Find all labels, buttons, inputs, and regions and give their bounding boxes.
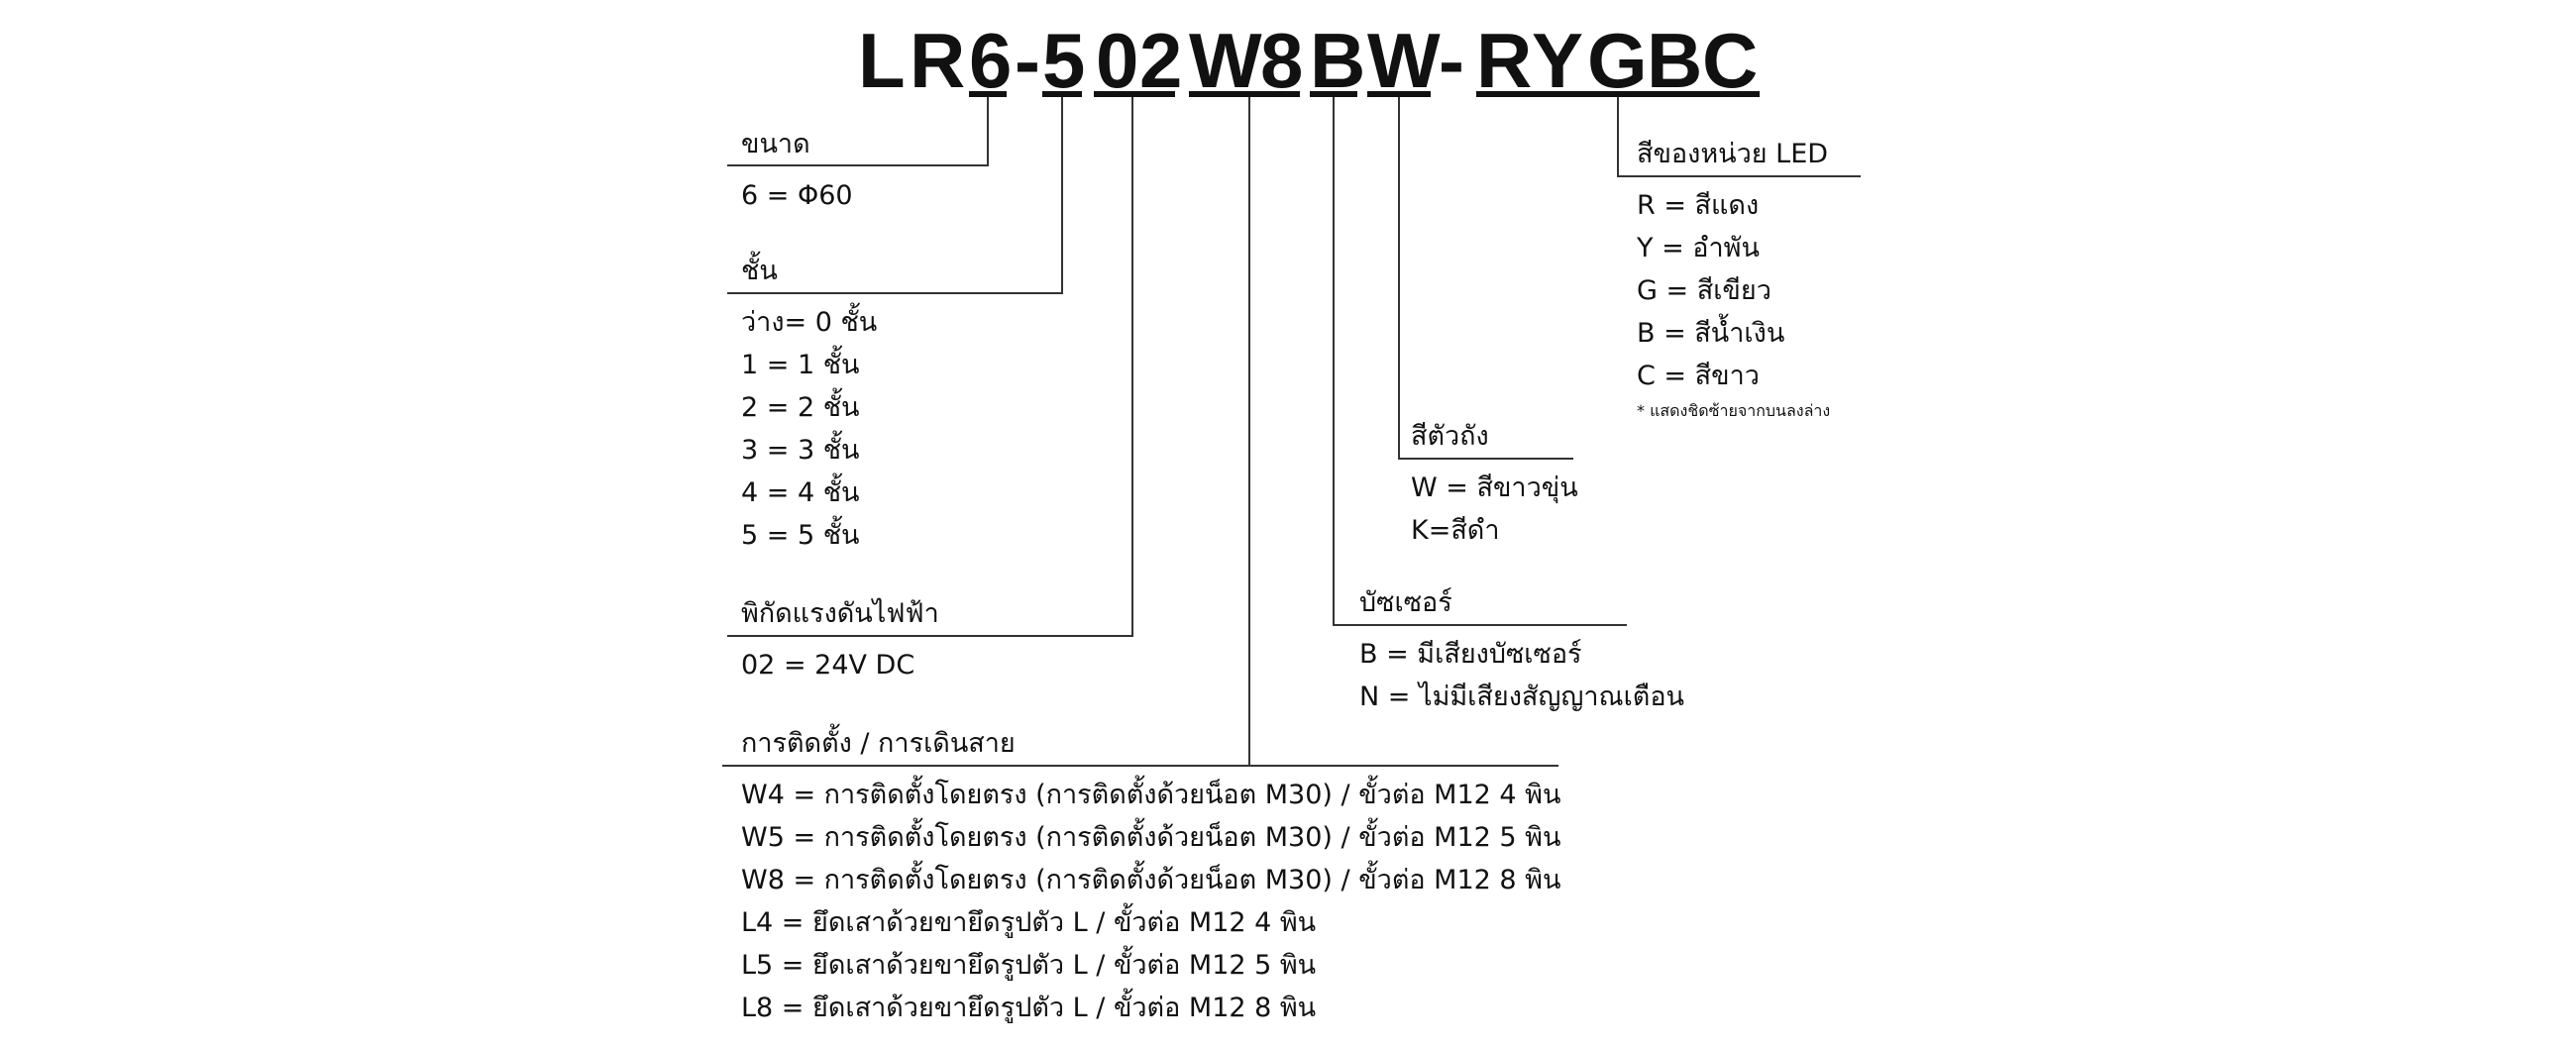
tiers-option: 4 = 4 ชั้น bbox=[741, 477, 860, 508]
mounting-option: L4 = ยึดเสาด้วยขายึดรูปตัว L / ขั้วต่อ M… bbox=[741, 907, 1317, 938]
voltage-option: 02 = 24V DC bbox=[741, 650, 915, 681]
group-led-color: สีของหน่วย LED R = สีแดง Y = อำพัน G = ส… bbox=[1637, 137, 1830, 425]
leader-body-color bbox=[1398, 97, 1573, 460]
tiers-heading: ชั้น bbox=[741, 256, 778, 286]
code-char-mounting-2: 8 bbox=[1260, 17, 1303, 104]
tiers-option: 3 = 3 ชั้น bbox=[741, 435, 860, 466]
buzzer-heading: บัซเซอร์ bbox=[1359, 587, 1452, 618]
body-color-heading: สีตัวถัง bbox=[1411, 421, 1489, 452]
led-color-option: C = สีขาว bbox=[1637, 361, 1760, 391]
code-char-led-3: G bbox=[1587, 17, 1648, 104]
group-tiers: ชั้น ว่าง= 0 ชั้น 1 = 1 ชั้น 2 = 2 ชั้น … bbox=[741, 254, 877, 557]
group-size: ขนาด 6 = Φ60 bbox=[741, 127, 853, 217]
code-char-mounting-1: W bbox=[1189, 17, 1262, 104]
group-mounting: การติดตั้ง / การเดินสาย W4 = การติดตั้งโ… bbox=[741, 726, 1560, 1029]
code-char-body-color: W bbox=[1367, 17, 1441, 104]
code-char-dash-1: - bbox=[1015, 17, 1040, 104]
led-color-option: G = สีเขียว bbox=[1637, 275, 1771, 306]
mounting-heading: การติดตั้ง / การเดินสาย bbox=[741, 728, 1016, 759]
led-color-option: B = สีน้ำเงิน bbox=[1637, 318, 1785, 349]
leader-size bbox=[727, 97, 989, 166]
code-char-led-5: C bbox=[1702, 17, 1758, 104]
leader-buzzer bbox=[1333, 97, 1627, 626]
code-char-tiers: 5 bbox=[1042, 17, 1085, 104]
code-char-voltage-2: 2 bbox=[1139, 17, 1182, 104]
led-color-option: R = สีแดง bbox=[1637, 190, 1760, 221]
code-char-led-4: B bbox=[1647, 17, 1702, 104]
mounting-option: L5 = ยึดเสาด้วยขายึดรูปตัว L / ขั้วต่อ M… bbox=[741, 950, 1317, 981]
code-char-led-2: Y bbox=[1532, 17, 1583, 104]
mounting-option: W4 = การติดตั้งโดยตรง (การติดตั้งด้วยน็อ… bbox=[741, 780, 1561, 810]
mounting-option: W8 = การติดตั้งโดยตรง (การติดตั้งด้วยน็อ… bbox=[741, 865, 1561, 895]
leader-voltage bbox=[727, 97, 1133, 637]
mounting-option: L8 = ยึดเสาด้วยขายึดรูปตัว L / ขั้วต่อ M… bbox=[741, 993, 1317, 1023]
tiers-option: 2 = 2 ชั้น bbox=[741, 392, 860, 423]
leader-led-color bbox=[1617, 97, 1861, 177]
code-char-R: R bbox=[910, 17, 965, 104]
led-color-heading: สีของหน่วย LED bbox=[1637, 139, 1829, 169]
group-buzzer: บัซเซอร์ B = มีเสียงบัซเซอร์ N = ไม่มีเส… bbox=[1359, 585, 1684, 718]
group-body-color: สีตัวถัง W = สีขาวขุ่น K=สีดำ bbox=[1411, 419, 1578, 552]
group-voltage: พิกัดแรงดันไฟฟ้า 02 = 24V DC bbox=[741, 596, 939, 686]
code-char-led-1: R bbox=[1476, 17, 1532, 104]
model-code: L R 6 - 5 0 2 W 8 B W - R Y G B C bbox=[858, 17, 1758, 104]
size-option: 6 = Φ60 bbox=[741, 180, 853, 211]
leader-mounting bbox=[722, 97, 1558, 767]
buzzer-option: N = ไม่มีเสียงสัญญาณเตือน bbox=[1359, 682, 1685, 712]
mounting-option: W5 = การติดตั้งโดยตรง (การติดตั้งด้วยน็อ… bbox=[741, 822, 1561, 853]
body-color-option: W = สีขาวขุ่น bbox=[1411, 472, 1578, 503]
tiers-option: ว่าง= 0 ชั้น bbox=[741, 307, 878, 338]
size-heading: ขนาด bbox=[741, 129, 810, 159]
buzzer-option: B = มีเสียงบัซเซอร์ bbox=[1359, 639, 1582, 670]
tiers-option: 1 = 1 ชั้น bbox=[741, 350, 860, 380]
code-char-dash-2: - bbox=[1439, 17, 1464, 104]
led-color-option: Y = อำพัน bbox=[1637, 233, 1760, 263]
code-char-buzzer: B bbox=[1310, 17, 1365, 104]
code-char-L: L bbox=[858, 17, 906, 104]
tiers-option: 5 = 5 ชั้น bbox=[741, 520, 860, 551]
leader-tiers bbox=[727, 97, 1063, 294]
code-char-size: 6 bbox=[969, 17, 1012, 104]
voltage-heading: พิกัดแรงดันไฟฟ้า bbox=[741, 598, 939, 629]
led-order-note: * แสดงชิดซ้ายจากบนลงล่าง bbox=[1637, 401, 1831, 420]
body-color-option: K=สีดำ bbox=[1411, 515, 1500, 546]
code-char-voltage-1: 0 bbox=[1096, 17, 1138, 104]
